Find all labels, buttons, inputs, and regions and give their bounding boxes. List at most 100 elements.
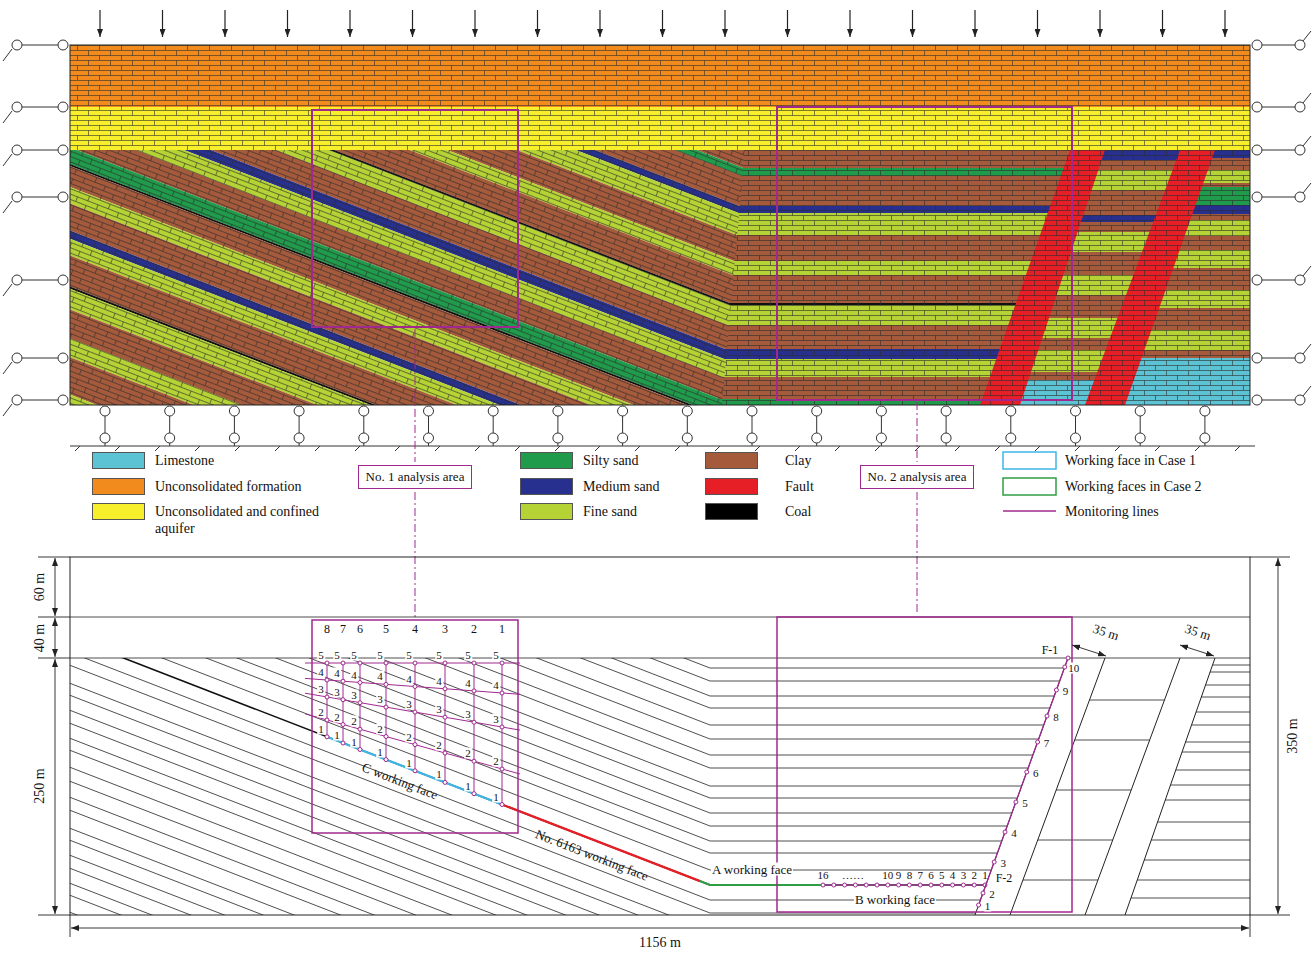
- drawing-part: [3, 154, 12, 166]
- analysis-area-outline: [777, 107, 1072, 400]
- ground-hatch: [715, 446, 720, 451]
- drawing-part: [1257, 197, 1300, 198]
- roller-support: [1295, 275, 1305, 285]
- monitoring-point: [821, 883, 825, 887]
- monitoring-point-number: 2: [405, 731, 413, 742]
- layer-boundary: [1120, 665, 1250, 666]
- monitoring-point-number: 5: [1021, 798, 1029, 809]
- monitoring-point-number: 1: [464, 780, 472, 791]
- monitoring-point-number: 4: [405, 673, 413, 684]
- roller-support: [1071, 406, 1081, 416]
- analysis-area-outline: [312, 110, 518, 327]
- monitoring-line: [305, 714, 520, 774]
- layer-boundary: [1120, 840, 1250, 841]
- roller-support: [58, 275, 68, 285]
- legend-text: Coal: [785, 503, 811, 520]
- ground-hatch: [635, 446, 640, 451]
- monitoring-point: [325, 718, 329, 722]
- fault-label: F-1: [1041, 644, 1060, 656]
- roller-support: [1252, 275, 1262, 285]
- roller-support: [229, 406, 239, 416]
- monitoring-point-number: 5: [938, 870, 946, 881]
- monitoring-point: [907, 883, 911, 887]
- legend-text: Fault: [785, 478, 814, 495]
- monitoring-point-number: 2: [376, 723, 384, 734]
- ground-hatch: [795, 446, 800, 451]
- layer-boundary: [70, 855, 1100, 956]
- layer-boundary: [1120, 672, 1250, 673]
- roller-support: [812, 433, 822, 443]
- layer-boundary: [70, 658, 1250, 659]
- ground-hatch: [1075, 446, 1080, 451]
- layer-boundary: [70, 617, 1250, 618]
- layer-boundary: [70, 883, 1100, 956]
- monitoring-point: [500, 725, 504, 729]
- working-face-label: C working face: [359, 760, 440, 802]
- monitoring-point-number: 2: [492, 756, 500, 767]
- roller-support: [1252, 40, 1262, 50]
- block-texture: [722, 150, 1250, 405]
- monitoring-point: [325, 735, 329, 739]
- monitoring-point-number: 1: [317, 723, 325, 734]
- ellipsis-mark: ……: [841, 870, 865, 881]
- roller-support: [553, 406, 563, 416]
- ground-hatch: [755, 446, 760, 451]
- working-face-label: B working face: [854, 893, 936, 906]
- roller-support: [165, 433, 175, 443]
- legend-swatch: [92, 452, 145, 469]
- roller-support: [1295, 353, 1305, 363]
- section-strata: [1000, 700, 1200, 880]
- monitoring-point-number: 4: [492, 680, 500, 691]
- drawing-part: [70, 637, 1100, 885]
- monitoring-point: [413, 710, 417, 714]
- roller-support: [294, 433, 304, 443]
- boundary-supports: [3, 31, 1311, 451]
- legend-text: Medium sand: [583, 478, 660, 495]
- load-arrow: [162, 10, 163, 37]
- drawing-part: [299, 416, 300, 433]
- monitoring-point: [1003, 830, 1007, 834]
- roller-support: [359, 406, 369, 416]
- drawing-part: [3, 49, 12, 61]
- legend-text: Clay: [785, 452, 811, 469]
- legend-text: Limestone: [155, 452, 214, 469]
- ground-hatch: [995, 446, 1000, 451]
- drawing-part: [1010, 658, 1105, 915]
- monitoring-line: [415, 663, 416, 771]
- roller-support: [1295, 192, 1305, 202]
- monitoring-line: [474, 663, 475, 794]
- roller-support: [359, 433, 369, 443]
- roller-support: [58, 395, 68, 405]
- layer-boundary: [70, 565, 1100, 813]
- monitoring-point: [384, 735, 388, 739]
- monitoring-point-number: 4: [333, 668, 341, 679]
- layer-boundary: [70, 605, 1100, 853]
- monitoring-point-number: 1: [405, 757, 413, 768]
- monitoring-point: [918, 883, 922, 887]
- layer-boundary: [70, 695, 1100, 943]
- model-frame: [70, 45, 1250, 405]
- ground-hatch: [1115, 446, 1120, 451]
- roller-support: [1006, 406, 1016, 416]
- drawing-part: [1180, 645, 1214, 656]
- load-arrow: [412, 10, 413, 37]
- layer-boundary: [70, 448, 1100, 696]
- layer-boundary: [1120, 685, 1250, 686]
- roller-support: [747, 406, 757, 416]
- legend-text: Unconsolidated formation: [155, 478, 302, 495]
- ground-hatch: [315, 446, 320, 451]
- drawing-part: [1303, 266, 1311, 276]
- layer-boundary: [70, 738, 1100, 956]
- roller-support: [1200, 406, 1210, 416]
- monitoring-line-number: 6: [356, 623, 364, 635]
- monitoring-point: [1045, 714, 1049, 718]
- monitoring-point-number: 5: [333, 650, 341, 661]
- monitoring-point: [951, 883, 955, 887]
- monitoring-line-number: 1: [498, 623, 506, 635]
- monitoring-point-number: 4: [949, 870, 957, 881]
- drawing-part: [17, 150, 63, 151]
- dipping-strata: [70, 150, 1250, 405]
- roller-support: [1071, 433, 1081, 443]
- roller-support: [618, 406, 628, 416]
- monitoring-point: [384, 682, 388, 686]
